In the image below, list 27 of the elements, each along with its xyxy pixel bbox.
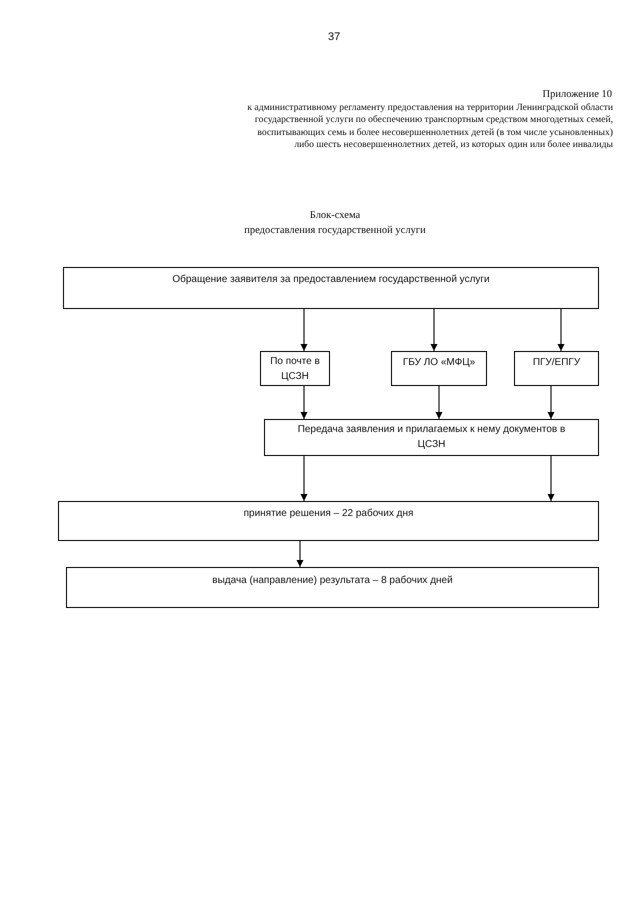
arrow [548,386,554,420]
step-text: ПГУ/ЕПГУ [532,356,580,370]
arrow [558,308,564,352]
process-box [63,267,599,309]
diagram-title: Блок-схема предоставления государственной услуги [244,209,426,238]
step-text: ГБУ ЛО «МФЦ» [402,356,476,370]
process-box [260,351,330,386]
arrow [300,308,308,352]
appendix-note: к административному регламенту предоставления на территории Ленинградской области государственной услуги по обеспечению транспортным средством многодетных семей, воспитывающих семь и более несовершеннолетних детей (в том числе усыновленных) либо шесть несовершеннолетних детей, из которых один или более инвалиды [246,102,613,152]
arrow [300,456,308,502]
step-text: По почте в ЦСЗН [269,355,321,384]
arrow [300,386,308,420]
page-number: 37 [328,31,340,43]
process-box [58,501,599,541]
step-text: выдача (направление) результата – 8 рабочих дней [212,574,453,588]
arrow [548,456,554,502]
step-text: Передача заявления и прилагаемых к нему документов в ЦСЗН [296,423,566,452]
process-box [514,351,599,386]
step-text: принятие решения – 22 рабочих дня [244,507,414,521]
appendix-heading: Приложение 10 [542,89,612,100]
process-box [391,351,487,386]
process-box [66,567,599,608]
step-text: Обращение заявителя за предоставлением государственной услуги [172,273,490,287]
arrow [436,386,442,420]
arrow [430,308,438,352]
process-box [264,419,599,456]
arrow [296,540,304,568]
